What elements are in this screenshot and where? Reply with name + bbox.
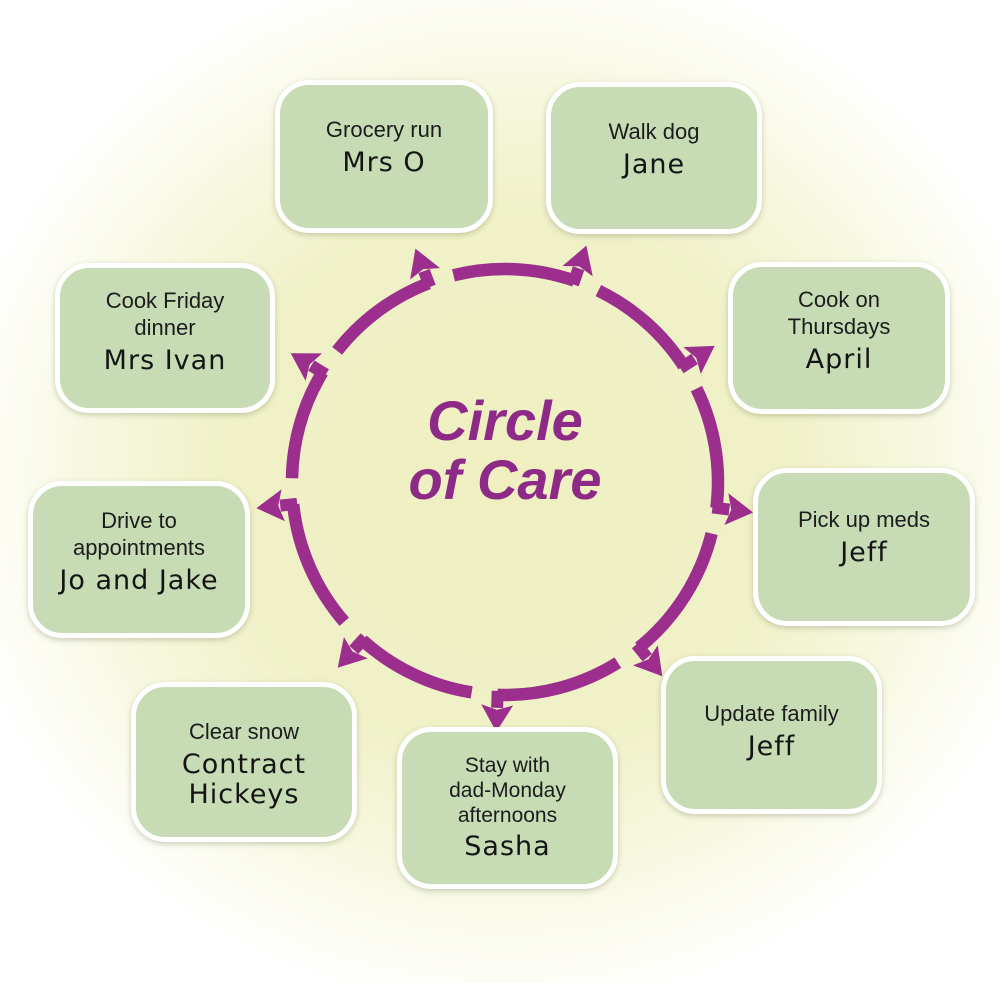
arrow-stem <box>279 497 298 512</box>
person-name: April <box>805 343 873 375</box>
card-drive-to-appointments: Drive to appointments Jo and Jake <box>28 481 250 638</box>
task-label: Drive to appointments <box>72 508 206 560</box>
arrow-head-icon <box>632 645 663 677</box>
person-name: Jeff <box>840 536 888 568</box>
ring-arc-segment <box>451 262 577 287</box>
arrow-head-icon <box>481 704 514 732</box>
arrow-stem <box>631 640 652 662</box>
arrow-head-icon <box>290 353 323 381</box>
card-pick-up-meds: Pick up meds Jeff <box>753 468 975 626</box>
person-name: Sasha <box>464 831 551 863</box>
arrow-head-icon <box>337 637 368 668</box>
arrow-head-icon <box>724 493 754 526</box>
diagram-title: Circle of Care <box>305 389 705 511</box>
diagram-title-line1: Circle <box>427 389 583 452</box>
arrow-stem <box>418 268 436 290</box>
arrow-stem <box>567 266 585 287</box>
arrow-stem <box>711 501 731 516</box>
ring-arc-segment <box>332 277 431 355</box>
ring-arc-segment <box>595 284 689 370</box>
person-name: Mrs Ivan <box>103 344 227 376</box>
card-stay-with-dad: Stay with dad-Monday afternoons Sasha <box>397 727 618 889</box>
arrow-stem <box>677 353 698 374</box>
person-name: Jo and Jake <box>59 564 219 596</box>
diagram-title-line2: of Care <box>408 447 602 511</box>
person-name: Jane <box>622 148 686 180</box>
ring-arc-segment <box>286 503 349 626</box>
card-grocery-run: Grocery run Mrs O <box>275 80 493 233</box>
ring-arc-segment <box>497 657 622 702</box>
person-name: Mrs O <box>342 146 426 178</box>
arrow-stem <box>491 690 504 709</box>
card-cook-on-thursdays: Cook on Thursdays April <box>728 262 950 414</box>
person-name: Contract Hickeys <box>181 748 307 811</box>
arrow-head-icon <box>683 345 715 374</box>
task-label: Grocery run <box>325 117 443 142</box>
arrow-stem <box>349 633 370 654</box>
task-label: Cook on Thursdays <box>787 287 891 339</box>
ring-arc-segment <box>690 385 725 509</box>
card-update-family: Update family Jeff <box>661 656 882 814</box>
arrow-head-icon <box>562 245 593 277</box>
card-cook-friday-dinner: Cook Friday dinner Mrs Ivan <box>55 263 275 413</box>
ring-arc-segment <box>358 635 473 699</box>
person-name: Jeff <box>747 730 796 762</box>
ring-arc-segment <box>635 531 718 653</box>
task-label: Pick up meds <box>797 507 931 532</box>
task-label: Update family <box>704 701 839 726</box>
task-label: Cook Friday dinner <box>105 288 225 340</box>
task-label: Walk dog <box>608 119 700 144</box>
arrow-stem <box>308 360 329 380</box>
task-label: Stay with dad-Monday afternoons <box>449 754 566 827</box>
card-clear-snow: Clear snow Contract Hickeys <box>131 682 357 842</box>
card-walk-dog: Walk dog Jane <box>546 82 762 234</box>
arrow-head-icon <box>256 489 285 522</box>
arrow-head-icon <box>410 248 441 280</box>
task-label: Clear snow <box>188 719 300 744</box>
ring-arc-segment <box>285 369 328 479</box>
